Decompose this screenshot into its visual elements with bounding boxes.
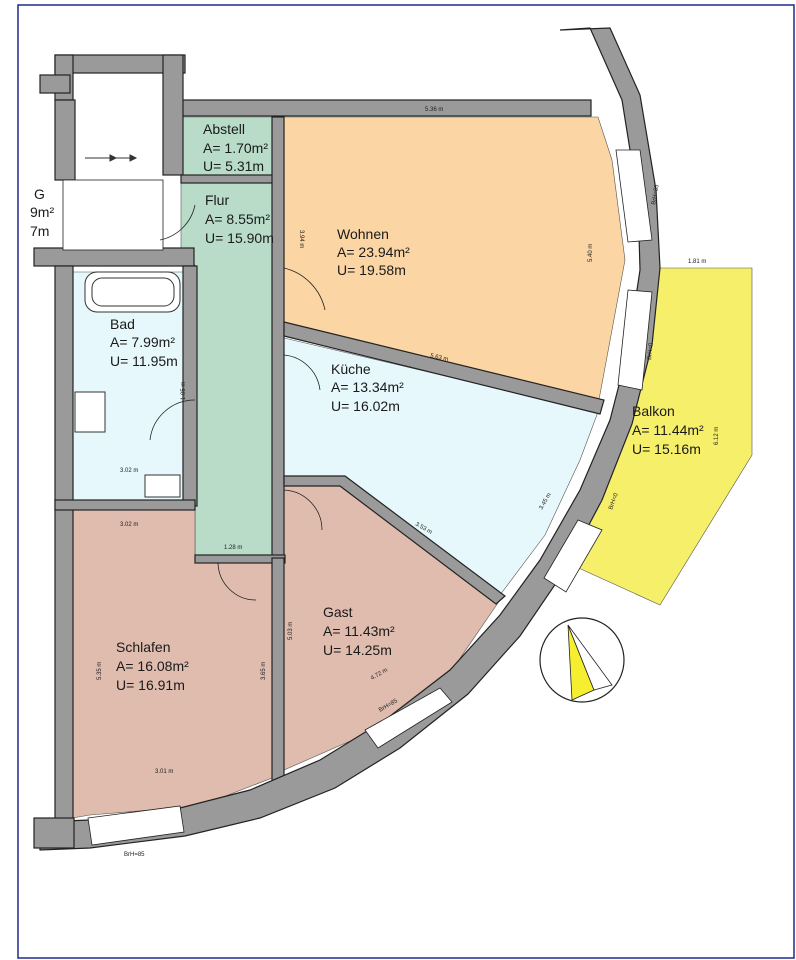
label-abstell: Abstell A= 1.70m² U= 5.31m bbox=[203, 121, 268, 174]
label-bad: Bad A= 7.99m² U= 11.95m bbox=[110, 316, 178, 369]
neighbor-name: G bbox=[34, 186, 45, 202]
dim-gast-left: 5.03 m bbox=[288, 622, 294, 640]
dim-schlafen-left: 5.35 m bbox=[97, 662, 103, 680]
schlafen-area: A= 16.08m² bbox=[116, 658, 189, 674]
label-neighbor: G 9m² 7m bbox=[30, 186, 54, 239]
dim-kueche-diag: 5.63 m bbox=[430, 353, 449, 363]
flur-area: A= 8.55m² bbox=[205, 211, 270, 227]
label-balkon: Balkon A= 11.44m² U= 15.16m bbox=[632, 403, 704, 457]
dim-flur-bottom: 1.28 m bbox=[224, 545, 242, 551]
dim-schlafen-top: 3.02 m bbox=[120, 522, 138, 528]
dim-window-bottom: BrH=85 bbox=[124, 852, 145, 858]
balkon-perimeter: U= 15.16m bbox=[632, 441, 701, 457]
dim-window-top: BrH=85 bbox=[651, 183, 661, 205]
schlafen-name: Schlafen bbox=[116, 639, 170, 655]
wohnen-name: Wohnen bbox=[337, 226, 389, 242]
label-flur: Flur A= 8.55m² U= 15.90m bbox=[205, 192, 274, 246]
flur-name: Flur bbox=[205, 192, 229, 208]
gast-perimeter: U= 14.25m bbox=[323, 642, 392, 658]
dim-wohnen-left: 3.94 m bbox=[298, 230, 304, 248]
wohnen-perimeter: U= 19.58m bbox=[337, 262, 406, 278]
compass-icon bbox=[539, 617, 625, 703]
kueche-name: Küche bbox=[331, 361, 371, 377]
bad-perimeter: U= 11.95m bbox=[110, 353, 178, 369]
gast-area: A= 11.43m² bbox=[323, 623, 395, 639]
door-swings bbox=[149, 204, 326, 601]
bad-name: Bad bbox=[110, 316, 135, 332]
dim-top: 5.36 m bbox=[425, 107, 443, 113]
flur-perimeter: U= 15.90m bbox=[205, 230, 274, 246]
abstell-name: Abstell bbox=[203, 121, 245, 137]
dim-window-balkon: BrH=0 bbox=[608, 492, 620, 511]
dim-balkon-top: 1.81 m bbox=[688, 259, 706, 265]
dim-bad-bottom: 3.02 m bbox=[120, 468, 138, 474]
kueche-perimeter: U= 16.02m bbox=[331, 398, 400, 414]
bad-area: A= 7.99m² bbox=[110, 334, 175, 350]
toilet-icon bbox=[74, 391, 106, 433]
stair-arrows-icon bbox=[85, 154, 138, 162]
label-gast: Gast A= 11.43m² U= 14.25m bbox=[323, 604, 395, 658]
windows bbox=[62, 149, 653, 846]
dim-schlafen-bottom: 3.01 m bbox=[155, 769, 173, 775]
label-wohnen: Wohnen A= 23.94m² U= 19.58m bbox=[337, 226, 410, 278]
schlafen-perimeter: U= 16.91m bbox=[116, 677, 185, 693]
kueche-area: A= 13.34m² bbox=[331, 379, 404, 395]
dim-schlafen-right: 3.65 m bbox=[261, 662, 267, 680]
wohnen-area: A= 23.94m² bbox=[337, 244, 410, 260]
abstell-area: A= 1.70m² bbox=[203, 140, 268, 156]
label-schlafen: Schlafen A= 16.08m² U= 16.91m bbox=[116, 639, 189, 693]
dim-bad-side: 1.05 m bbox=[181, 382, 187, 400]
dim-window-mid: BrH=0 bbox=[647, 342, 655, 360]
gast-name: Gast bbox=[323, 604, 353, 620]
sink-icon bbox=[144, 474, 181, 498]
page-border bbox=[17, 4, 795, 959]
neighbor-perimeter: 7m bbox=[30, 223, 49, 239]
label-kueche: Küche A= 13.34m² U= 16.02m bbox=[331, 361, 404, 414]
bathtub-icon bbox=[84, 271, 181, 313]
abstell-perimeter: U= 5.31m bbox=[203, 158, 264, 174]
dim-wohnen-right: 5.40 m bbox=[588, 244, 594, 262]
neighbor-area: 9m² bbox=[30, 204, 54, 220]
balkon-name: Balkon bbox=[632, 403, 675, 419]
dim-balkon-side: 6.12 m bbox=[714, 427, 720, 445]
walls bbox=[33, 27, 661, 851]
balkon-area: A= 11.44m² bbox=[632, 422, 704, 438]
